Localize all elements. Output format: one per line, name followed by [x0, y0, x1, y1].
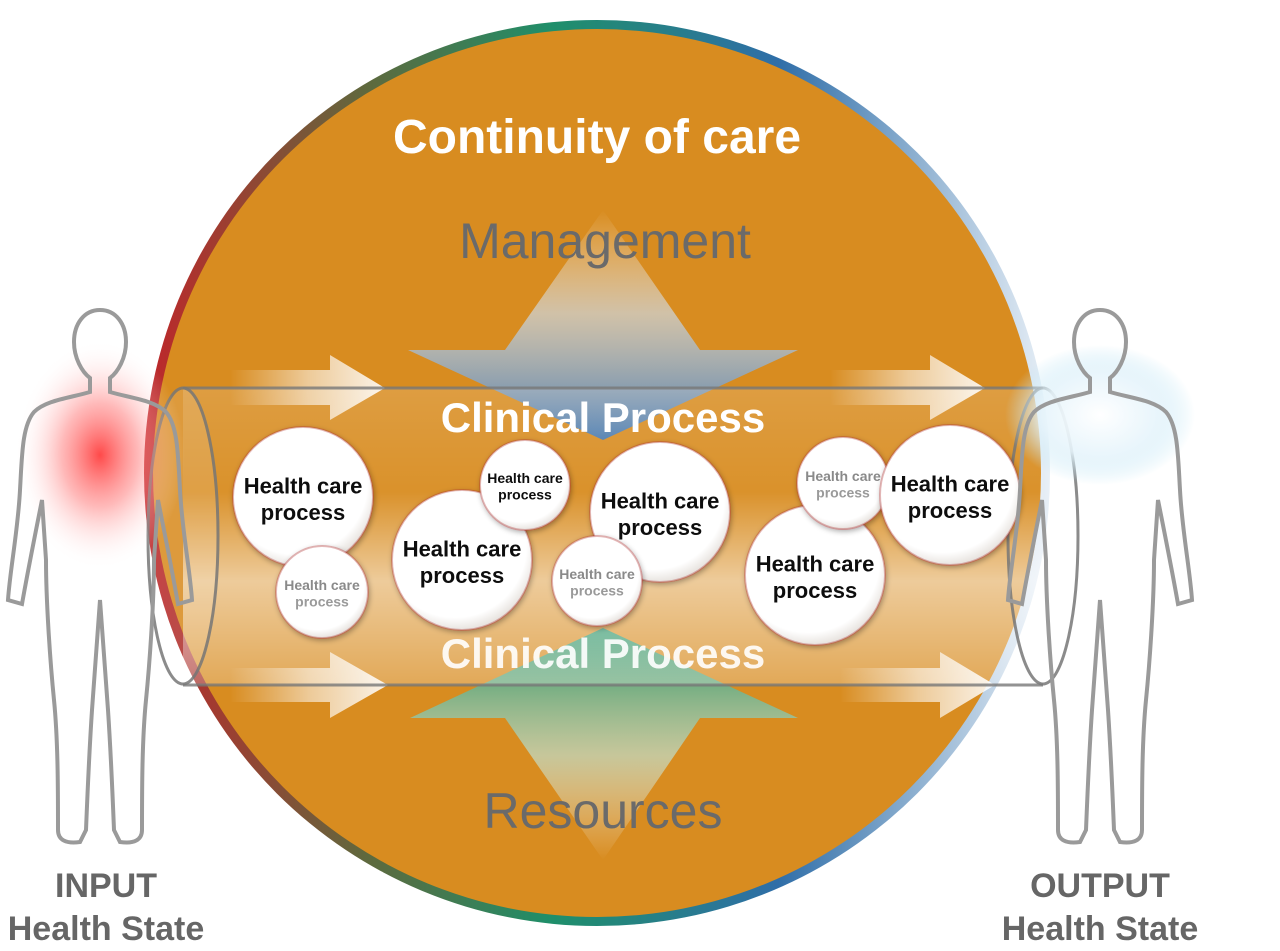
- bubble-label-line1: Health care: [756, 552, 875, 577]
- bubble-label-line1: Health care: [601, 489, 720, 514]
- management-arrow: [408, 210, 798, 440]
- bubble-label-line1: Health care: [891, 472, 1010, 497]
- bubble-label-line2: process: [570, 583, 624, 599]
- output-person-figure: [1005, 307, 1195, 845]
- bubble-label-line1: Health care: [487, 470, 563, 486]
- bubble-label-line2: process: [908, 498, 992, 523]
- input-health-state-label: Health State: [8, 910, 205, 948]
- bubble-label-line1: Health care: [284, 577, 360, 593]
- bubble-label-line2: process: [773, 578, 857, 603]
- input-label: INPUT: [55, 867, 157, 905]
- input-person-figure: [5, 307, 195, 845]
- bubble-label-line1: Health care: [559, 566, 635, 582]
- bubble-circle: [551, 535, 643, 627]
- output-label: OUTPUT: [1030, 867, 1170, 905]
- output-health-state-label: Health State: [1002, 910, 1199, 948]
- management-label: Management: [459, 213, 751, 269]
- bubble-label-line2: process: [816, 485, 870, 501]
- bubble-label-line2: process: [420, 563, 504, 588]
- bubble-label-line2: process: [618, 515, 702, 540]
- bubble-label-line1: Health care: [244, 474, 363, 499]
- healing-glow: [1005, 345, 1195, 485]
- bubble-circle: [275, 545, 369, 639]
- bubble-label-line2: process: [261, 500, 345, 525]
- bubble-circle: [479, 439, 571, 531]
- resources-label: Resources: [484, 783, 723, 839]
- bubble-label-line2: process: [295, 594, 349, 610]
- pain-glow: [15, 340, 185, 570]
- clinical-process-label-top: Clinical Process: [441, 394, 766, 441]
- bubble-circle: [391, 489, 533, 631]
- diagram-title: Continuity of care: [393, 111, 801, 164]
- bubble-label-line2: process: [498, 487, 552, 503]
- bubble-label-line1: Health care: [805, 468, 881, 484]
- clinical-process-label-bottom: Clinical Process: [441, 630, 766, 677]
- bubble-label-line1: Health care: [403, 537, 522, 562]
